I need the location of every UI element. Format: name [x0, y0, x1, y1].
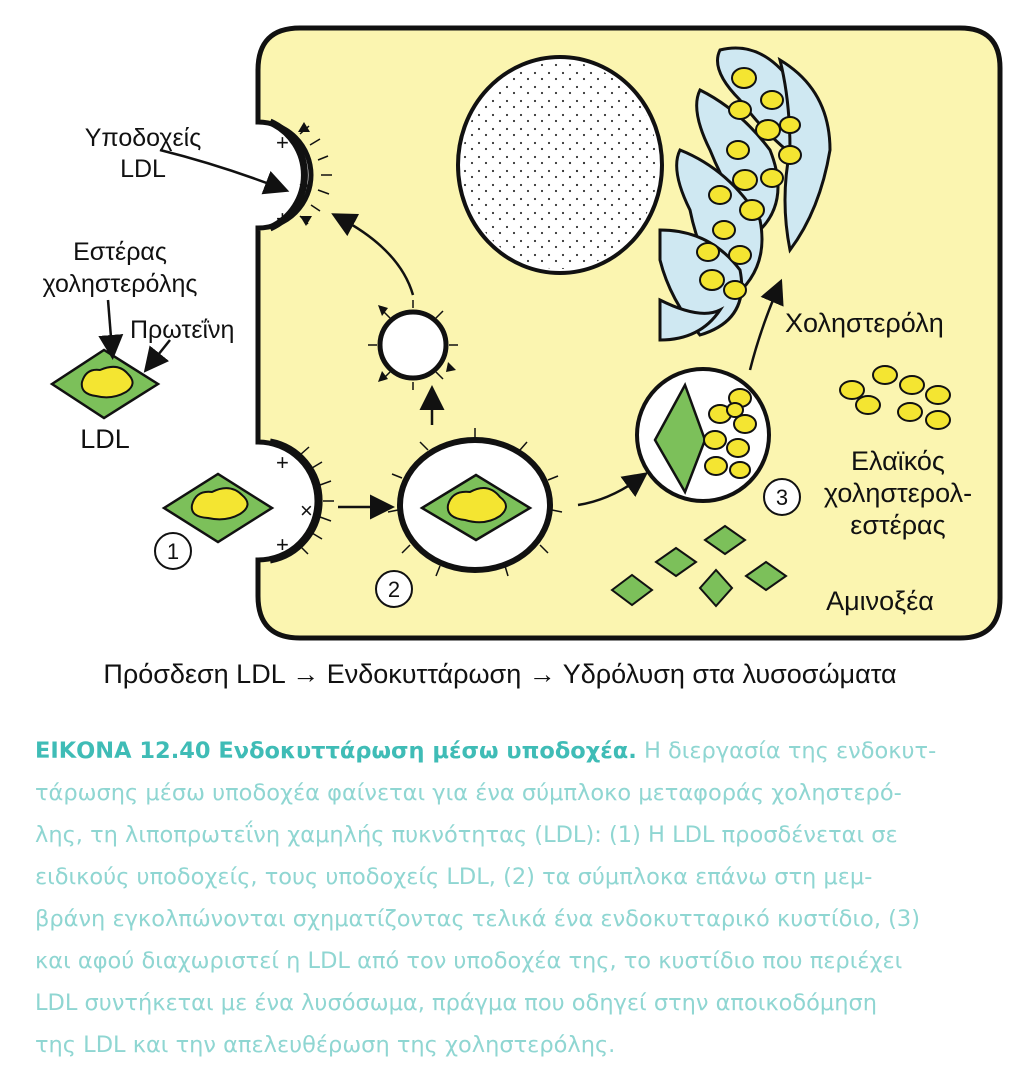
- caption-line-8: της LDL και την απελευθέρωση της χοληστε…: [35, 1032, 615, 1058]
- caption-line-2: τάρωσης μέσω υποδοχέα φαίνεται για ένα σ…: [35, 780, 902, 806]
- label-cholesterol-ester-1: Εστέρας: [73, 238, 167, 266]
- coated-pit-top: + × +: [268, 118, 332, 232]
- step-3-marker: 3: [763, 478, 801, 516]
- svg-text:+: +: [276, 532, 289, 557]
- coated-pit-bottom: + × +: [269, 438, 334, 564]
- arrow-receptors: [159, 148, 290, 195]
- label-amino-acids: Αμινοξέα: [826, 586, 934, 616]
- step-1-marker: 1: [154, 532, 192, 570]
- caption-line-1-rest: Η διεργασία της ενδοκυτ-: [637, 738, 936, 764]
- caption-head: ΕΙΚΟΝΑ 12.40 Ενδοκυττάρωση μέσω υποδοχέα…: [35, 738, 637, 764]
- chromatin: [462, 61, 658, 269]
- svg-text:+: +: [276, 130, 289, 155]
- arrow-protein: [143, 339, 171, 373]
- arrow-to-lysosome: [577, 472, 649, 507]
- caption-line-4: ειδικούς υποδοχείς, τους υποδοχείς LDL, …: [35, 864, 872, 890]
- caption-line-7: LDL συντήκεται με ένα λυσόσωμα, πράγμα π…: [35, 990, 877, 1016]
- caption-line-3: λης, τη λιποπρωτεΐνη χαμηλής πυκνότητας …: [35, 819, 898, 848]
- svg-text:2: 2: [388, 577, 400, 602]
- arrow-cholesterol-ester: [98, 299, 124, 360]
- caption-line-5: βράνη εγκολπώνονται σχηματίζοντας τελικά…: [35, 906, 920, 932]
- svg-text:×: ×: [300, 498, 313, 523]
- label-cholesterol-ester-2: χοληστερόλης: [43, 270, 198, 298]
- amino-acids: [610, 524, 788, 608]
- label-oleic-2: χοληστερολ-: [824, 478, 972, 508]
- svg-text:1: 1: [167, 539, 179, 564]
- oleic-cholesterol-esters: [839, 365, 951, 430]
- process-summary: Πρόσδεση LDL → Ενδοκυττάρωση → Υδρόλυση …: [103, 659, 896, 689]
- nucleolus: [563, 158, 591, 186]
- endocytic-vesicle: [387, 428, 563, 577]
- svg-text:+: +: [276, 206, 289, 231]
- label-ldl-receptors-2: LDL: [120, 155, 166, 183]
- lysosome: [635, 367, 771, 503]
- er-lipid-droplets: [696, 67, 802, 300]
- svg-text:×: ×: [298, 176, 311, 201]
- caption-line-6: και αφού διαχωριστεί η LDL από τον υποδο…: [35, 948, 902, 974]
- label-oleic-3: εστέρας: [850, 510, 945, 540]
- label-cholesterol: Χοληστερόλη: [785, 308, 944, 338]
- recycling-vesicle: [368, 300, 458, 390]
- arrow-recycle: [331, 213, 415, 296]
- ldl-particle-legend: [49, 348, 161, 420]
- svg-text:+: +: [276, 450, 289, 475]
- step-2-marker: 2: [375, 570, 413, 608]
- svg-text:3: 3: [776, 485, 788, 510]
- label-protein: Πρωτεΐνη: [130, 316, 234, 344]
- arrow-cholesterol: [748, 278, 784, 371]
- ldl-particle-step1: [161, 472, 275, 544]
- label-ldl: LDL: [80, 424, 130, 454]
- caption-line-1: ΕΙΚΟΝΑ 12.40 Ενδοκυττάρωση μέσω υποδοχέα…: [35, 738, 936, 764]
- label-ldl-receptors-1: Υποδοχείς: [85, 124, 202, 152]
- label-oleic-1: Ελαϊκός: [851, 446, 945, 476]
